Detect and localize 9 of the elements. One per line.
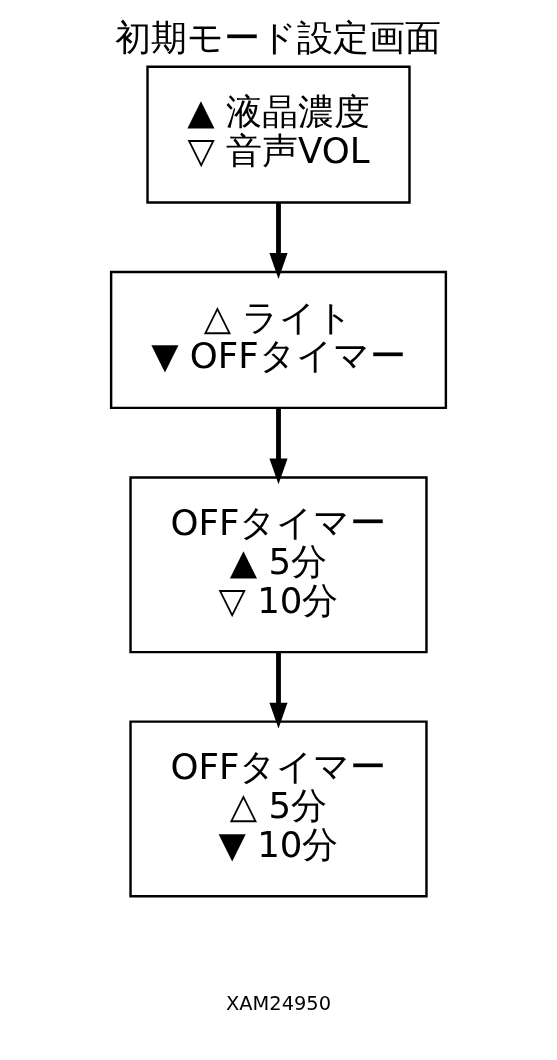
arrow: [269, 652, 288, 729]
label: XAM24950: [226, 992, 331, 1016]
node-box: OFFタイマー △ 5分 ▼ 10分: [129, 720, 428, 898]
node-box: △ ライト ▼ OFFタイマー: [109, 270, 448, 410]
node-box: ▲ 液晶濃度 ▽ 音声VOL: [146, 65, 411, 204]
diagram-title: 初期モード設定画面: [115, 16, 442, 58]
node-box: OFFタイマー ▲ 5分 ▽ 10分: [129, 476, 428, 654]
arrow: [269, 203, 288, 280]
arrow: [269, 408, 288, 485]
